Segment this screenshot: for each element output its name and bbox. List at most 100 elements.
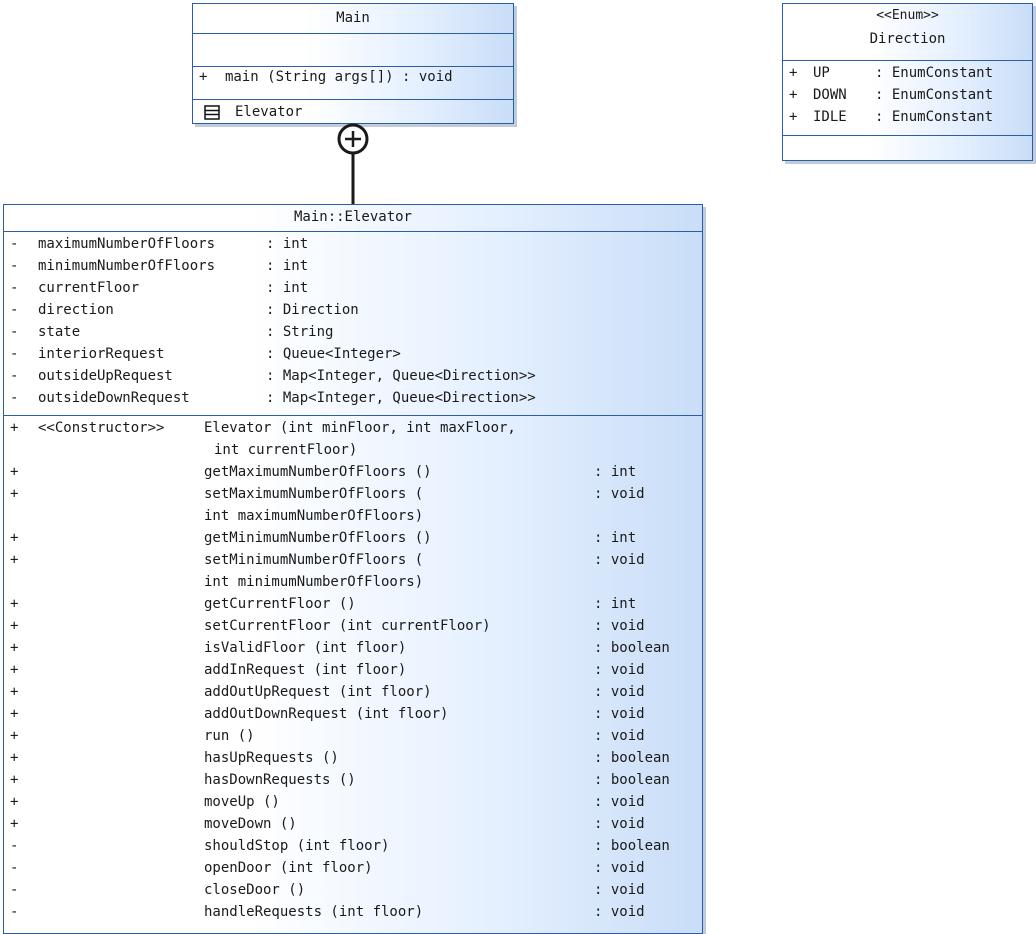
attribute-name: interiorRequest xyxy=(38,346,165,362)
operation-row[interactable]: +getMinimumNumberOfFloors (): int xyxy=(4,528,702,550)
nested-class-name: Elevator xyxy=(235,104,303,120)
attribute-row[interactable]: -minimumNumberOfFloors: int xyxy=(4,256,702,278)
operation-row[interactable]: -handleRequests (int floor): void xyxy=(4,902,702,924)
attribute-type: : int xyxy=(266,258,309,274)
visibility-marker: - xyxy=(10,838,19,854)
attribute-row[interactable]: -currentFloor: int xyxy=(4,278,702,300)
operation-continuation-row: int minimumNumberOfFloors) xyxy=(4,572,702,594)
operation-return-type: : int xyxy=(594,596,637,612)
constant-name: UP xyxy=(813,65,830,81)
visibility-marker: + xyxy=(10,530,19,546)
visibility-marker: + xyxy=(10,640,19,656)
attribute-type: : int xyxy=(266,280,309,296)
attribute-row[interactable]: -outsideDownRequest: Map<Integer, Queue<… xyxy=(4,388,702,410)
attribute-row[interactable]: -state: String xyxy=(4,322,702,344)
operation-return-type: : void xyxy=(594,816,645,832)
operation-name: hasDownRequests () xyxy=(204,772,356,788)
visibility-marker: + xyxy=(789,109,798,125)
operation-row[interactable]: + main (String args[]) : void xyxy=(193,67,513,89)
constant-type: : EnumConstant xyxy=(875,87,994,103)
nested-class-row[interactable]: Elevator xyxy=(193,100,513,122)
operation-row[interactable]: +getCurrentFloor (): int xyxy=(4,594,702,616)
visibility-marker: - xyxy=(10,236,19,252)
operation-params-continued: int maximumNumberOfFloors) xyxy=(204,508,424,524)
operation-row[interactable]: +setCurrentFloor (int currentFloor): voi… xyxy=(4,616,702,638)
operation-name: run () xyxy=(204,728,255,744)
operation-signature: main (String args[]) : void xyxy=(225,69,453,85)
visibility-marker: + xyxy=(10,464,19,480)
constructor-signature-continued: int currentFloor) xyxy=(214,442,358,458)
nested-class-icon xyxy=(204,105,220,124)
operation-name: closeDoor () xyxy=(204,882,306,898)
attribute-row[interactable]: -interiorRequest: Queue<Integer> xyxy=(4,344,702,366)
elevator-class[interactable]: Main::Elevator - maximumNumberOfFloors: i… xyxy=(3,204,703,934)
operation-row[interactable]: +setMaximumNumberOfFloors (: void xyxy=(4,484,702,506)
attribute-type: : Map<Integer, Queue<Direction>> xyxy=(266,390,536,406)
operation-row[interactable]: +addOutUpRequest (int floor): void xyxy=(4,682,702,704)
attribute-row[interactable]: -outsideUpRequest: Map<Integer, Queue<Di… xyxy=(4,366,702,388)
operation-row[interactable]: -shouldStop (int floor): boolean xyxy=(4,836,702,858)
operation-row[interactable]: +setMinimumNumberOfFloors (: void xyxy=(4,550,702,572)
operation-return-type: : boolean xyxy=(594,750,670,766)
operation-row[interactable]: +addOutDownRequest (int floor): void xyxy=(4,704,702,726)
visibility-marker: - xyxy=(10,860,19,876)
operation-name: openDoor (int floor) xyxy=(204,860,373,876)
operation-return-type: : boolean xyxy=(594,772,670,788)
attribute-type: : Direction xyxy=(266,302,359,318)
operation-row[interactable]: -closeDoor (): void xyxy=(4,880,702,902)
visibility-marker: + xyxy=(10,772,19,788)
enum-constant-row[interactable]: + DOWN : EnumConstant xyxy=(783,85,1032,107)
operation-name: getCurrentFloor () xyxy=(204,596,356,612)
visibility-marker: - xyxy=(10,368,19,384)
attribute-row[interactable]: -direction: Direction xyxy=(4,300,702,322)
attribute-name: outsideDownRequest xyxy=(38,390,190,406)
operation-row[interactable]: + hasUpRequests () : boolean xyxy=(4,748,702,770)
enum-operations xyxy=(783,135,1032,162)
enum-name: Direction xyxy=(869,31,946,47)
operation-name: shouldStop (int floor) xyxy=(204,838,390,854)
attribute-name: minimumNumberOfFloors xyxy=(38,258,216,274)
operation-return-type: : void xyxy=(594,728,645,744)
enum-constant-row[interactable]: + IDLE : EnumConstant xyxy=(783,107,1032,129)
elevator-class-name: Main::Elevator xyxy=(293,209,412,225)
operation-continuation-row: int maximumNumberOfFloors) xyxy=(4,506,702,528)
visibility-marker: - xyxy=(10,346,19,362)
constructor-stereotype: <<Constructor>> xyxy=(38,420,165,436)
main-class[interactable]: Main + main (String args[]) : void Eleva… xyxy=(192,3,514,124)
constructor-row[interactable]: + <<Constructor>> Elevator (int minFloor… xyxy=(4,418,702,440)
operation-name: moveUp () xyxy=(204,794,280,810)
operation-return-type: : void xyxy=(594,904,645,920)
operation-return-type: : void xyxy=(594,684,645,700)
operation-row[interactable]: + hasDownRequests () : boolean xyxy=(4,770,702,792)
operation-row[interactable]: +addInRequest (int floor): void xyxy=(4,660,702,682)
operation-row[interactable]: +getMaximumNumberOfFloors (): int xyxy=(4,462,702,484)
attribute-row[interactable]: -maximumNumberOfFloors: int xyxy=(4,234,702,256)
visibility-marker: + xyxy=(10,750,19,766)
enum-constant-row[interactable]: + UP : EnumConstant xyxy=(783,63,1032,85)
operation-return-type: : void xyxy=(594,662,645,678)
direction-enum[interactable]: <<Enum>> Direction + UP : EnumConstant +… xyxy=(782,3,1033,161)
attribute-name: maximumNumberOfFloors xyxy=(38,236,216,252)
main-class-attributes xyxy=(193,33,513,66)
visibility-marker: - xyxy=(10,280,19,296)
constructor-continuation-row: int currentFloor) xyxy=(4,440,702,462)
main-class-nested: Elevator xyxy=(193,99,513,126)
enum-constants: + UP : EnumConstant + DOWN : EnumConstan… xyxy=(783,60,1032,135)
operation-row[interactable]: +isValidFloor (int floor): boolean xyxy=(4,638,702,660)
operation-row[interactable]: +moveUp (): void xyxy=(4,792,702,814)
visibility-marker: + xyxy=(10,486,19,502)
visibility-marker: + xyxy=(10,420,19,436)
enum-stereotype: <<Enum>> xyxy=(876,8,939,23)
constant-name: DOWN xyxy=(813,87,847,103)
operation-row[interactable]: +run (): void xyxy=(4,726,702,748)
operation-row[interactable]: +moveDown (): void xyxy=(4,814,702,836)
elevator-class-operations: + <<Constructor>> Elevator (int minFloor… xyxy=(4,415,702,924)
attribute-name: state xyxy=(38,324,81,340)
visibility-marker: + xyxy=(10,684,19,700)
operation-row[interactable]: -openDoor (int floor): void xyxy=(4,858,702,880)
attribute-name: direction xyxy=(38,302,114,318)
operation-return-type: : void xyxy=(594,486,645,502)
operation-name: getMinimumNumberOfFloors () xyxy=(204,530,432,546)
operation-name: hasUpRequests () xyxy=(204,750,339,766)
